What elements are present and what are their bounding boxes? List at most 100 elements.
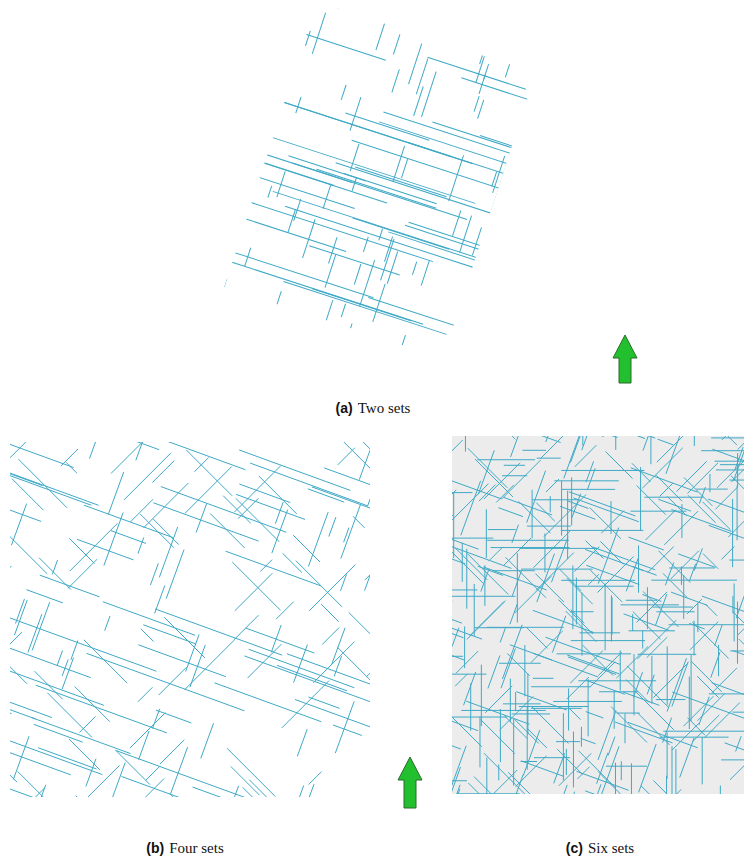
fracture-line — [533, 531, 570, 568]
fracture-line — [729, 560, 744, 561]
fracture-line — [461, 710, 545, 711]
fracture-line — [504, 538, 531, 565]
fracture-line — [527, 471, 546, 523]
fracture-line — [353, 218, 449, 249]
fracture-line — [582, 436, 583, 446]
fracture-line — [245, 248, 251, 266]
fracture-line — [593, 784, 601, 794]
fracture-line — [616, 646, 648, 678]
panel-title: Two sets — [358, 400, 411, 417]
fracture-line — [428, 57, 526, 89]
fracture-line — [485, 686, 512, 713]
fracture-line — [517, 553, 518, 622]
fracture-line — [484, 753, 526, 794]
fracture-line — [10, 786, 126, 797]
fracture-line — [556, 741, 580, 742]
fracture-line — [624, 614, 669, 631]
fracture-line — [452, 620, 482, 639]
panel-caption: (a)Two sets — [336, 400, 411, 417]
fracture-line — [248, 644, 282, 678]
fracture-line — [672, 662, 688, 707]
fracture-line — [66, 463, 77, 474]
fracture-line — [515, 719, 539, 743]
fracture-line — [722, 436, 738, 440]
fracture-line — [716, 486, 739, 509]
fracture-line — [86, 759, 96, 787]
fracture-line — [16, 599, 25, 624]
fracture-line — [62, 659, 68, 675]
fracture-line — [643, 436, 663, 451]
fracture-line — [581, 727, 582, 747]
fracture-line — [10, 442, 51, 460]
fracture-line — [35, 671, 63, 699]
fracture-line — [553, 701, 622, 702]
fracture-line — [10, 456, 99, 506]
fracture-line — [639, 744, 657, 792]
fracture-line — [627, 666, 669, 708]
fracture-line — [392, 69, 399, 92]
fracture-line — [210, 513, 245, 548]
fracture-line — [87, 653, 245, 710]
fracture-line — [247, 201, 433, 262]
fracture-line — [452, 616, 464, 638]
fracture-line — [560, 569, 582, 591]
fracture-line — [493, 156, 505, 193]
fracture-line — [566, 749, 567, 775]
fracture-line — [583, 645, 613, 675]
fracture-line — [512, 525, 519, 543]
fracture-line — [496, 485, 513, 502]
fracture-line — [140, 778, 164, 797]
fracture-line — [536, 503, 554, 521]
fracture-line — [283, 553, 302, 572]
fracture-line — [373, 284, 385, 322]
fracture-line — [359, 444, 370, 479]
fracture-line — [703, 502, 731, 530]
fracture-line — [575, 445, 597, 467]
fracture-line — [325, 254, 336, 287]
fracture-line — [531, 631, 563, 663]
fracture-line — [739, 639, 744, 681]
fracture-line — [263, 134, 475, 203]
fracture-line — [130, 499, 153, 522]
fracture-line — [563, 713, 564, 780]
fracture-line — [640, 467, 641, 531]
fracture-line — [329, 237, 338, 263]
fracture-line — [736, 736, 742, 751]
fracture-line — [276, 291, 281, 306]
fracture-line — [455, 548, 487, 580]
fracture-line — [559, 753, 591, 785]
fracture-line — [453, 210, 461, 236]
fracture-line — [612, 597, 613, 634]
fracture-line — [586, 712, 604, 718]
fracture-line — [272, 510, 288, 553]
fracture-line — [694, 621, 695, 656]
fracture-line — [617, 713, 640, 714]
fracture-line — [667, 732, 668, 778]
fracture-line — [349, 613, 370, 660]
fracture-line — [567, 578, 593, 604]
fracture-line — [476, 56, 485, 83]
fracture-line — [421, 260, 429, 285]
fracture-line — [352, 140, 551, 205]
panel-caption: (b)Four sets — [146, 840, 223, 857]
fracture-line — [479, 717, 480, 768]
fracture-line — [384, 237, 392, 262]
fracture-line — [354, 264, 361, 285]
fracture-line — [146, 224, 373, 298]
fracture-line — [10, 442, 74, 468]
fracture-line — [69, 538, 94, 563]
fracture-line — [598, 711, 616, 760]
fracture-line — [696, 489, 727, 490]
fracture-line — [697, 676, 718, 697]
fracture-line — [268, 186, 272, 198]
fracture-line — [484, 436, 515, 439]
fracture-line — [294, 645, 308, 683]
fracture-line — [688, 495, 716, 523]
fracture-line — [312, 487, 370, 516]
fracture-line — [479, 485, 496, 502]
fracture-line — [18, 459, 67, 508]
fracture-line — [217, 278, 227, 309]
fracture-line — [641, 786, 676, 794]
fracture-line — [671, 746, 672, 794]
fracture-line — [308, 512, 328, 566]
